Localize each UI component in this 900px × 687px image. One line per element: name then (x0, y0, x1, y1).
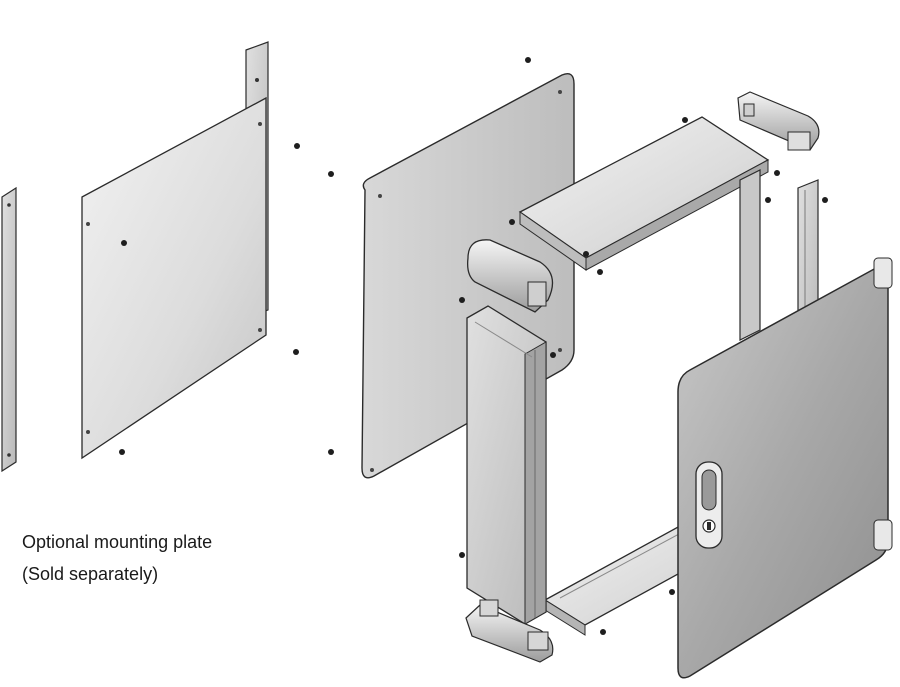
bottom-hinge-bracket (465, 599, 554, 663)
screws (119, 57, 828, 635)
screw-icon (774, 170, 780, 176)
mounting-plate (81, 41, 269, 460)
screw-icon (119, 449, 125, 455)
screw-icon (583, 251, 589, 257)
mounting-rail-left (1, 186, 17, 473)
screw-icon (822, 197, 828, 203)
screw-icon (682, 117, 688, 123)
top-hinge-bracket (737, 91, 820, 151)
screw-icon (550, 352, 556, 358)
screw-icon (600, 629, 606, 635)
screw-icon (459, 297, 465, 303)
screw-icon (294, 143, 300, 149)
left-side-panel (466, 305, 547, 625)
screw-icon (293, 349, 299, 355)
screw-icon (597, 269, 603, 275)
screw-icon (525, 57, 531, 63)
front-door (677, 257, 893, 679)
right-frame-profile (739, 169, 819, 346)
screw-icon (765, 197, 771, 203)
screw-icon (509, 219, 515, 225)
screw-icon (328, 449, 334, 455)
caption-line-2: (Sold separately) (22, 564, 159, 584)
screw-icon (459, 552, 465, 558)
screw-icon (121, 240, 127, 246)
caption-line-1: Optional mounting plate (22, 532, 213, 552)
screw-icon (669, 589, 675, 595)
top-frame-profile (518, 116, 770, 271)
corner-cap (467, 239, 554, 313)
screw-icon (328, 171, 334, 177)
door-latch-icon (695, 461, 723, 549)
